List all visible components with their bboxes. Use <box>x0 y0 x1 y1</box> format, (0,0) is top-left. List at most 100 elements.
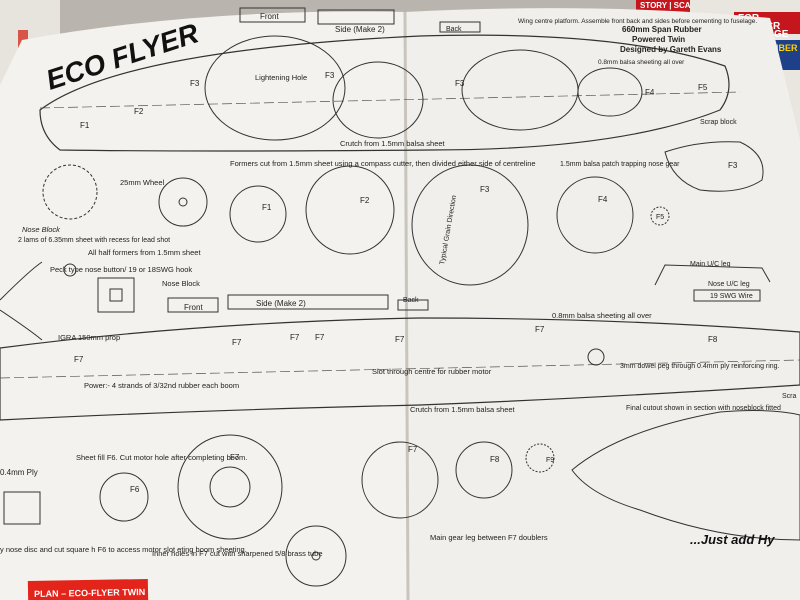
lower-f7-a: F7 <box>74 355 84 364</box>
lower-f7-d: F7 <box>315 333 325 342</box>
upper-side-label: Side (Make 2) <box>335 25 385 34</box>
former-f1-circle <box>229 185 287 243</box>
upper-former-f2: F2 <box>134 107 144 116</box>
lower-side-box <box>227 294 389 310</box>
upper-oval-2 <box>332 61 424 139</box>
former-f5-label: F5 <box>656 214 664 221</box>
left-page <box>0 11 408 600</box>
plan-bottom-tag: PLAN – ECO-FLYER TWIN <box>27 578 149 600</box>
upper-former-f3-c: F3 <box>455 79 465 88</box>
former-f8-label: F8 <box>490 455 500 464</box>
upper-former-f3-a: F3 <box>190 79 200 88</box>
upper-back-box <box>439 21 481 33</box>
credit-line-2: Powered Twin <box>632 35 685 44</box>
final-cutout-section <box>571 410 800 541</box>
former-f1-label: F1 <box>262 203 272 212</box>
former-f6-label: F6 <box>130 485 140 494</box>
lower-back-box <box>397 299 429 311</box>
upper-former-f3-b: F3 <box>325 71 335 80</box>
lower-f7-e: F7 <box>395 335 405 344</box>
nose-gear-patch <box>664 141 764 192</box>
former-f6-circle <box>99 472 149 522</box>
former-f3-large-label: F3 <box>480 185 490 194</box>
upper-centreline <box>39 91 741 109</box>
upper-back-label: Back <box>446 26 462 33</box>
former-f7-gear <box>361 441 439 519</box>
patch-note: 1.5mm balsa patch trapping nose gear <box>560 161 680 168</box>
former-f9-circle <box>525 443 555 473</box>
former-f5-circle <box>650 206 670 226</box>
main-uc-label: Main U/C leg <box>690 261 731 268</box>
wheel-circle <box>158 177 208 227</box>
main-wheel-circle <box>285 525 347 587</box>
inner-holes-note: Inner holes in F7 cut with sharpened 5/8… <box>152 549 323 558</box>
sheet-fill-note: Sheet fill F6. Cut motor hole after comp… <box>76 453 247 462</box>
lower-balsa-note: 0.8mm balsa sheeting all over <box>552 311 652 320</box>
lower-back-label: Back <box>403 297 419 304</box>
ply-square <box>3 491 41 525</box>
lower-crutch-note: Crutch from 1.5mm balsa sheet <box>410 405 516 414</box>
half-formers-note: All half formers from 1.5mm sheet <box>88 248 201 257</box>
wheel-hub <box>178 197 188 207</box>
formers-note: Formers cut from 1.5mm sheet using a com… <box>230 159 536 168</box>
lower-scrap-label: Scra <box>782 393 797 400</box>
dowel-note: 3mm dowel peg through 0.4mm ply reinforc… <box>620 363 780 370</box>
dowel-peg <box>587 348 605 366</box>
prop-blades <box>0 261 43 341</box>
lower-side-label: Side (Make 2) <box>256 299 306 308</box>
just-add-tagline: ...Just add Hy <box>690 532 775 547</box>
former-f7-gear-label: F7 <box>408 445 418 454</box>
former-f2-circle <box>305 165 395 255</box>
main-gear-note: Main gear leg between F7 doublers <box>430 533 548 542</box>
lower-f7-f: F7 <box>535 325 545 334</box>
upper-fuselage-outline <box>39 34 730 152</box>
former-f2-label: F2 <box>360 196 370 205</box>
lower-f8: F8 <box>708 335 718 344</box>
upper-front-box <box>239 7 306 23</box>
upper-oval-1 <box>204 35 346 141</box>
lightening-hole-label: Lightening Hole <box>255 73 307 82</box>
main-uc-leg-wire <box>654 264 771 286</box>
credit-line-1: 660mm Span Rubber <box>622 25 702 34</box>
wing-platform-note: Wing centre platform. Assemble front bac… <box>518 18 757 25</box>
lower-front-box <box>167 297 219 313</box>
nose-hook <box>63 263 77 277</box>
credit-line-3: Designed by Gareth Evans <box>620 45 722 54</box>
lower-front-label: Front <box>184 303 203 312</box>
right-page <box>405 8 800 600</box>
nose-block-label: Nose Block <box>162 279 200 288</box>
former-f9-label: F9 <box>546 457 554 464</box>
power-note: Power:- 4 strands of 3/32nd rubber each … <box>84 381 239 390</box>
patch-former-f3: F3 <box>728 161 738 170</box>
upper-former-f4: F4 <box>645 88 655 97</box>
nose-block-title: Nose Block <box>22 225 61 234</box>
main-wheel-hub <box>311 551 321 561</box>
ply-label: 0.4mm Ply <box>0 468 38 477</box>
nose-block-desc: 2 lams of 6.35mm sheet with recess for l… <box>18 237 170 244</box>
upper-front-label: Front <box>260 12 279 21</box>
slot-note: Slot through centre for rubber motor <box>372 367 492 376</box>
former-f7-large <box>177 434 283 540</box>
upper-former-f5: F5 <box>698 83 708 92</box>
former-f4-label: F4 <box>598 195 608 204</box>
nose-uc-label: Nose U/C leg <box>708 281 750 288</box>
page-gutter <box>403 11 410 600</box>
former-f7-inner <box>209 466 251 508</box>
nose-block-square <box>97 277 135 313</box>
upper-balsa-note: 0.8mm balsa sheeting all over <box>598 59 685 66</box>
nose-block-recess <box>109 288 123 302</box>
nose-disc-note: y nose disc and cut square h F6 to acces… <box>0 545 247 554</box>
upper-former-f1: F1 <box>80 121 90 130</box>
swg-wire-label: 19 SWG Wire <box>710 293 753 300</box>
former-f8-circle <box>455 441 513 499</box>
former-f4-circle <box>556 176 634 254</box>
nose-block-circle <box>42 164 98 220</box>
lower-centreline <box>0 359 800 379</box>
swg-wire-box <box>693 289 761 302</box>
scrap-block-label: Scrap block <box>700 119 737 126</box>
wheel-label: 25mm Wheel <box>120 178 165 187</box>
peck-note: Peck type nose button/ 19 or 18SWG hook <box>50 265 192 274</box>
final-cutout-note: Final cutout shown in section with noseb… <box>626 405 781 412</box>
